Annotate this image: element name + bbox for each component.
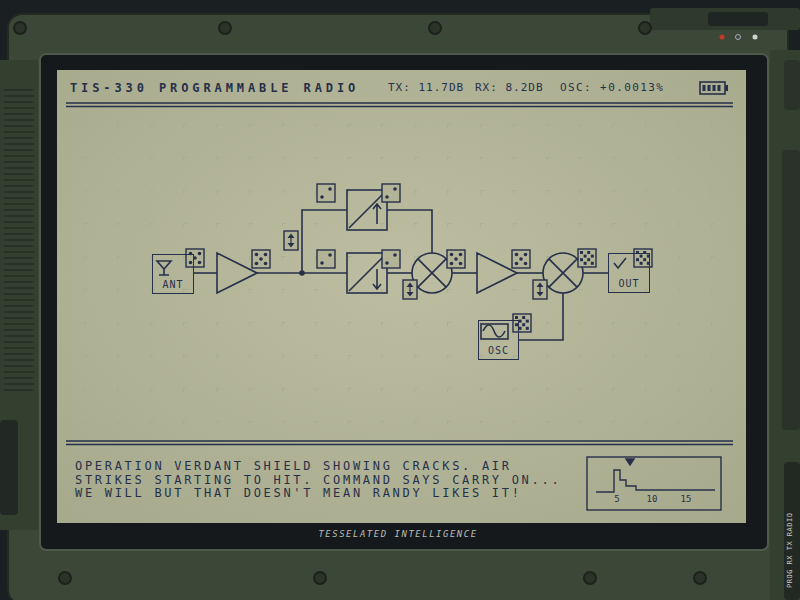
lowpass-filter <box>347 253 387 293</box>
status-led <box>736 35 741 40</box>
mixer-cross <box>418 259 446 287</box>
filter-arrow <box>349 255 385 291</box>
check-symbol <box>614 258 626 268</box>
dice-icon <box>533 280 547 299</box>
mixer-symbol <box>412 253 452 293</box>
mixer-symbol <box>543 253 583 293</box>
tx-readout: TX: 11.7DB <box>388 82 464 93</box>
dice-icon <box>513 314 531 332</box>
osc-readout: OSC: +0.0013% <box>560 82 664 93</box>
dice-icon <box>382 250 400 268</box>
dice-icon <box>284 231 298 250</box>
right-panel <box>770 50 800 600</box>
highpass-filter <box>347 190 387 230</box>
status-led <box>753 35 758 40</box>
axis-tick: 15 <box>681 495 692 504</box>
dice-icons <box>186 184 652 332</box>
amplifier-symbol <box>217 253 257 293</box>
antenna-block: ANT <box>152 254 194 294</box>
wire <box>387 272 412 274</box>
wire <box>452 272 477 274</box>
block-label: ANT <box>162 280 183 290</box>
dice-icon <box>317 250 335 268</box>
device-body <box>8 14 788 600</box>
battery-icon <box>700 82 728 94</box>
lcd-screen <box>57 70 746 523</box>
screen-title: TIS-330 PROGRAMMABLE RADIO <box>70 82 359 94</box>
axis-tick: 5 <box>614 495 619 504</box>
divider-lines <box>66 103 733 445</box>
amplifier-symbol <box>477 253 517 293</box>
dice-icon <box>447 250 465 268</box>
wire <box>302 210 347 273</box>
lcd-grid <box>62 110 742 436</box>
brand-text: TESSELATED INTELLIGENCE <box>318 530 477 539</box>
wire <box>194 272 217 274</box>
signal-chain <box>157 190 626 340</box>
dice-icon <box>512 250 530 268</box>
antenna-symbol <box>157 261 171 275</box>
side-ribs <box>0 60 38 530</box>
dice-icon <box>403 280 417 299</box>
filter-arrow <box>349 192 385 228</box>
dice-icon <box>252 250 270 268</box>
dice-icon <box>317 184 335 202</box>
wire <box>387 210 432 253</box>
sine-frame <box>481 324 508 339</box>
wire <box>517 272 543 274</box>
wire <box>583 272 608 274</box>
spectrum-chart <box>587 457 721 510</box>
rx-readout: RX: 8.2DB <box>475 82 544 93</box>
dice-icon <box>578 249 596 267</box>
message-text: OPERATION VERDANT SHIELD SHOWING CRACKS.… <box>75 460 575 501</box>
oscillator-block: OSC <box>478 320 519 360</box>
axis-tick: 10 <box>647 495 658 504</box>
block-label: OSC <box>488 346 509 356</box>
mixer-cross <box>549 259 577 287</box>
side-label: PROG RX TX RADIO <box>787 513 794 588</box>
dice-icon <box>186 249 204 267</box>
screen-bezel <box>40 54 768 550</box>
dice-icon <box>382 184 400 202</box>
top-switch <box>708 12 768 26</box>
status-led <box>720 35 725 40</box>
output-block: OUT <box>608 253 650 293</box>
sine-symbol <box>483 325 505 337</box>
block-label: OUT <box>618 279 639 289</box>
top-strip <box>650 8 800 30</box>
